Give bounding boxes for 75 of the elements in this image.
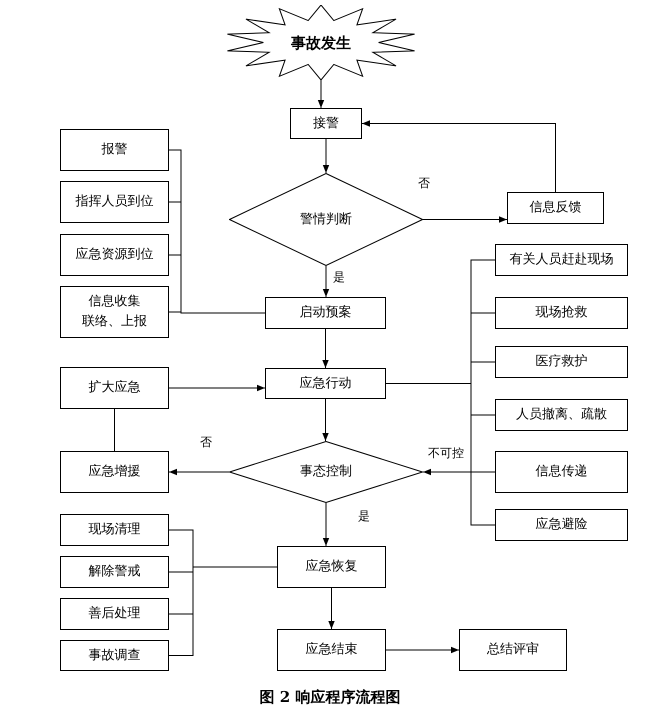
decision-diamond	[229, 441, 423, 503]
node-label: 联络、上报	[82, 313, 147, 331]
node-label: 应急恢复	[306, 558, 358, 576]
connector-line	[168, 312, 266, 314]
arrow	[322, 328, 329, 368]
edge-label: 是	[333, 270, 345, 284]
node-label: 现场抢救	[536, 304, 588, 322]
node-label: 报警	[102, 141, 128, 159]
process-box	[495, 297, 628, 329]
node-label: 指挥人员到位	[76, 193, 154, 211]
node-label: 总结评审	[487, 641, 539, 659]
process-box	[459, 629, 567, 671]
process-box	[495, 509, 628, 541]
node-label: 善后处理	[88, 605, 140, 623]
arrow	[322, 398, 329, 442]
arrow	[422, 468, 496, 476]
process-box	[495, 346, 628, 378]
node-label: 应急结束	[306, 641, 358, 659]
edge-label: 不可控	[428, 446, 464, 460]
node-label: 信息收集	[88, 293, 140, 311]
arrow	[328, 588, 335, 630]
process-box	[277, 629, 386, 671]
arrow	[168, 468, 230, 476]
node-label: 医疗救护	[536, 353, 588, 371]
process-box	[495, 399, 628, 431]
process-box	[60, 598, 169, 630]
node-label: 事态控制	[300, 463, 352, 481]
edge-label: 否	[418, 176, 430, 190]
arrow	[322, 266, 330, 298]
process-box	[495, 451, 628, 493]
arrow	[386, 646, 460, 654]
arrow	[318, 80, 324, 108]
process-box	[60, 286, 169, 338]
arrow	[322, 138, 330, 174]
process-box	[60, 640, 169, 671]
node-label: 应急增援	[88, 463, 140, 481]
process-box	[507, 192, 604, 224]
process-box	[60, 367, 169, 409]
node-label: 警情判断	[300, 210, 352, 228]
arrow	[168, 384, 266, 392]
process-box	[60, 129, 169, 171]
node-label: 扩大应急	[88, 379, 140, 397]
node-label: 应急避险	[536, 516, 588, 534]
connector-line	[168, 566, 278, 656]
connector-line	[386, 383, 496, 526]
process-box	[277, 546, 386, 588]
node-label: 事故调查	[88, 646, 140, 664]
node-label: 应急资源到位	[76, 246, 154, 264]
connector-line	[114, 408, 115, 452]
node-label: 人员撤离、疏散	[516, 406, 607, 424]
process-box	[265, 368, 386, 399]
arrow	[322, 502, 330, 546]
edge-label: 否	[200, 435, 212, 449]
node-label: 事故发生	[291, 32, 351, 52]
node-label: 信息传递	[536, 463, 588, 481]
arrow	[422, 216, 508, 223]
node-label: 接警	[313, 114, 339, 132]
node-label: 解除警戒	[88, 563, 140, 581]
node-label: 信息反馈	[530, 199, 582, 217]
arrow	[362, 120, 556, 192]
process-box	[290, 108, 362, 139]
node-label: 启动预案	[300, 304, 352, 322]
process-box	[265, 297, 386, 329]
process-box	[60, 556, 169, 588]
process-box	[495, 244, 628, 276]
process-box	[60, 514, 169, 546]
figure-caption: 图 2 响应程序流程图	[258, 687, 402, 708]
starburst-shape	[225, 5, 417, 80]
process-box	[60, 181, 169, 223]
process-box	[60, 451, 169, 493]
edge-label: 是	[358, 509, 370, 523]
process-box	[60, 234, 169, 276]
node-label: 有关人员赶赴现场	[510, 251, 614, 269]
node-label: 现场清理	[88, 521, 140, 539]
node-label: 应急行动	[300, 374, 352, 392]
